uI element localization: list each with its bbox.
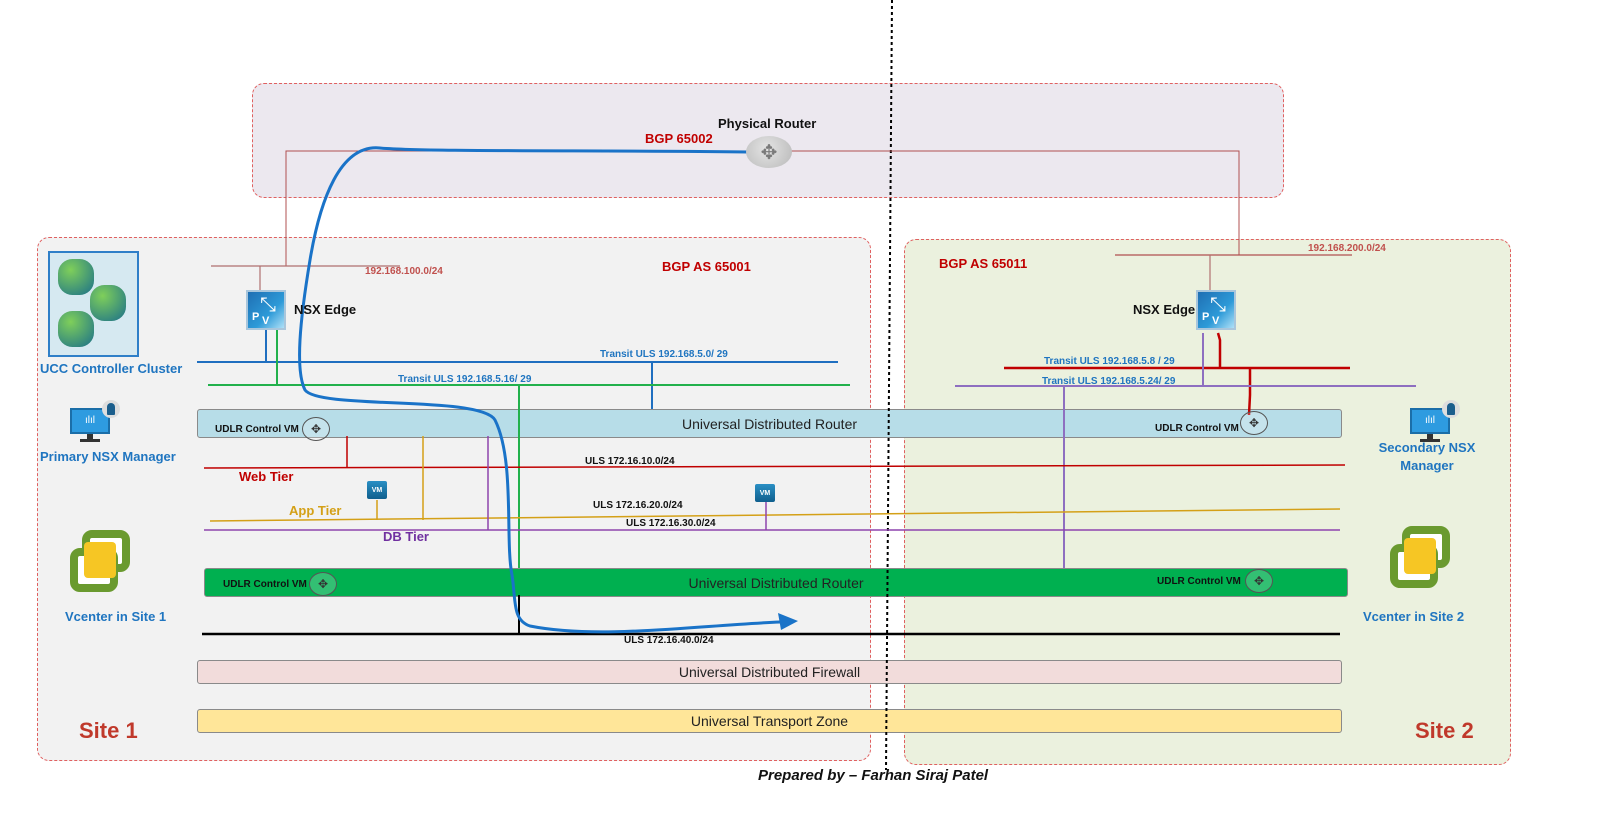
nsx-edge-site2-label: NSX Edge — [1133, 302, 1196, 317]
app-tier-label: App Tier — [289, 503, 342, 518]
edge2-red-link — [1216, 332, 1222, 368]
transit-purple-label: Transit ULS 192.168.5.24/ 29 — [1042, 376, 1176, 387]
vcenter-site2-icon — [1390, 526, 1452, 588]
utz-label: Universal Transport Zone — [690, 713, 849, 729]
udlr-control-vm-site2-icon: ✥ — [1240, 411, 1268, 435]
udlr-control-vm-green-site2-label: UDLR Control VM — [1157, 576, 1241, 587]
secondary-nsx-manager-label: Secondary NSX Manager — [1378, 440, 1476, 473]
site1-name: Site 1 — [79, 718, 138, 743]
udlr-control-vm-green-site1-label: UDLR Control VM — [223, 579, 307, 590]
site1-bgp-as-label: BGP AS 65001 — [662, 259, 751, 274]
uls-web-label: ULS 172.16.10.0/24 — [585, 456, 675, 467]
controller-node-icon — [90, 285, 126, 321]
udr-blue-bar: Universal Distributed Router — [197, 409, 1342, 438]
db-vm-icon: VM — [755, 484, 775, 502]
nsx-edge-site2-icon: P V ⤡ — [1196, 290, 1236, 330]
site2-uplink-subnet-label: 192.168.200.0/24 — [1308, 243, 1386, 254]
uls-app-label: ULS 172.16.20.0/24 — [593, 500, 683, 511]
utz-bar: Universal Transport Zone — [197, 709, 1342, 733]
udlr-control-vm-site1-icon: ✥ — [302, 417, 330, 441]
transit-red-label: Transit ULS 192.168.5.8 / 29 — [1044, 356, 1175, 367]
nsx-edge-site1-icon: P V ⤡ — [246, 290, 286, 330]
vcenter-site1-icon — [70, 530, 132, 592]
udlr-control-vm-site2-label: UDLR Control VM — [1155, 423, 1239, 434]
udr-green-bar: Universal Distributed Router — [204, 568, 1348, 597]
site-divider — [885, 0, 893, 771]
controller-node-icon — [58, 311, 94, 347]
physical-router-label: Physical Router — [718, 116, 817, 131]
udlr-control-vm-green-site1-icon: ✥ — [309, 572, 337, 596]
udr-blue-label: Universal Distributed Router — [681, 415, 858, 432]
site1-uplink-subnet-label: 192.168.100.0/24 — [365, 266, 443, 277]
db-tier-label: DB Tier — [383, 529, 429, 544]
udfw-label: Universal Distributed Firewall — [678, 664, 861, 680]
site2-bgp-as-label: BGP AS 65011 — [939, 256, 1028, 271]
app-tier-line — [209, 508, 1341, 522]
secondary-nsx-manager-icon: ılıl — [1410, 400, 1462, 442]
primary-nsx-manager-icon: ılıl — [70, 400, 120, 442]
vcenter-site1-label: Vcenter in Site 1 — [65, 609, 167, 624]
transit-green-label: Transit ULS 192.168.5.16/ 29 — [398, 374, 532, 385]
vcenter-site2-label: Vcenter in Site 2 — [1363, 609, 1465, 624]
primary-nsx-manager-label: Primary NSX Manager — [40, 449, 176, 464]
controller-node-icon — [58, 259, 94, 295]
app-vm-icon: VM — [367, 481, 387, 499]
site2-name: Site 2 — [1415, 718, 1474, 743]
bgp-65002-label: BGP 65002 — [645, 131, 713, 146]
credit-text: Prepared by – Farhan Siraj Patel — [758, 767, 989, 784]
traffic-flow-path — [298, 146, 781, 634]
udr-green-label: Universal Distributed Router — [688, 574, 864, 591]
udfw-bar: Universal Distributed Firewall — [197, 660, 1342, 684]
web-tier-label: Web Tier — [239, 469, 294, 484]
transit-blue-label: Transit ULS 192.168.5.0/ 29 — [600, 349, 728, 360]
physical-uplink-line — [285, 150, 1240, 266]
uls-40-label: ULS 172.16.40.0/24 — [624, 635, 714, 646]
ucc-controller-icon — [48, 251, 139, 357]
udr2-red-link — [1247, 368, 1252, 416]
nsx-edge-site1-label: NSX Edge — [294, 302, 357, 317]
ucc-controller-label: UCC Controller Cluster — [40, 361, 183, 376]
traffic-flow-arrowhead — [778, 613, 798, 630]
web-tier-line — [203, 464, 1346, 469]
physical-router-icon: ✥ — [746, 136, 792, 168]
uls-db-label: ULS 172.16.30.0/24 — [626, 518, 716, 529]
udlr-control-vm-green-site2-icon: ✥ — [1245, 569, 1273, 593]
udlr-control-vm-site1-label: UDLR Control VM — [215, 424, 299, 435]
